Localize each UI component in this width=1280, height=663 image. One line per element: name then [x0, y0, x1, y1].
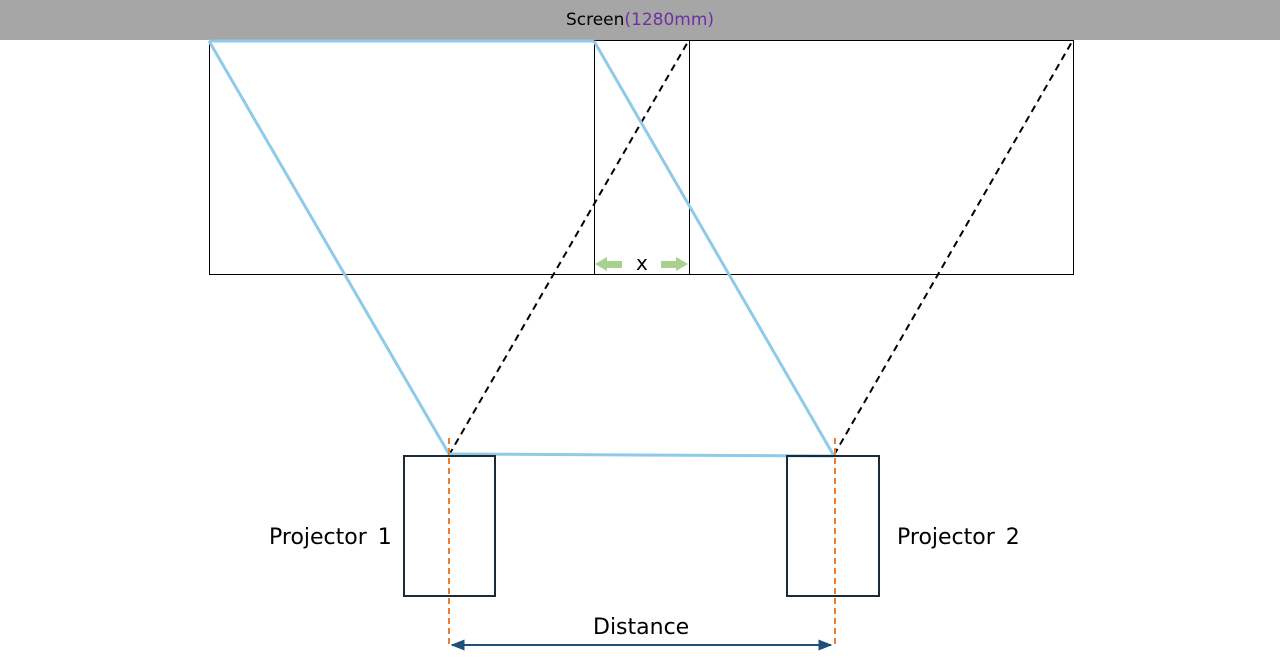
projector-baseline [448, 452, 835, 458]
overlap-area [594, 40, 690, 275]
projector-2-dashed-ray [833, 39, 1074, 456]
projector-2-ray [592, 40, 836, 457]
projector-1-label: Projector 1 [269, 525, 392, 550]
projection-area-1 [209, 40, 595, 275]
screen-label: Screen [565, 10, 625, 30]
projection-area-2 [689, 40, 1074, 275]
gap-arrow-left [595, 257, 622, 271]
projector-2-label: Projector 2 [897, 525, 1020, 550]
projector-1-dashed-ray [448, 39, 690, 456]
projector-1-ray [207, 40, 451, 455]
gap-arrow-right [661, 257, 688, 271]
screen-bar: Screen(1280mm) [0, 0, 1280, 40]
projector-1-box [403, 455, 496, 597]
projector-2-box [786, 455, 880, 597]
distance-label: Distance [593, 615, 690, 640]
gap-label: x [636, 251, 648, 275]
screen-size-label: (1280mm) [624, 10, 715, 30]
